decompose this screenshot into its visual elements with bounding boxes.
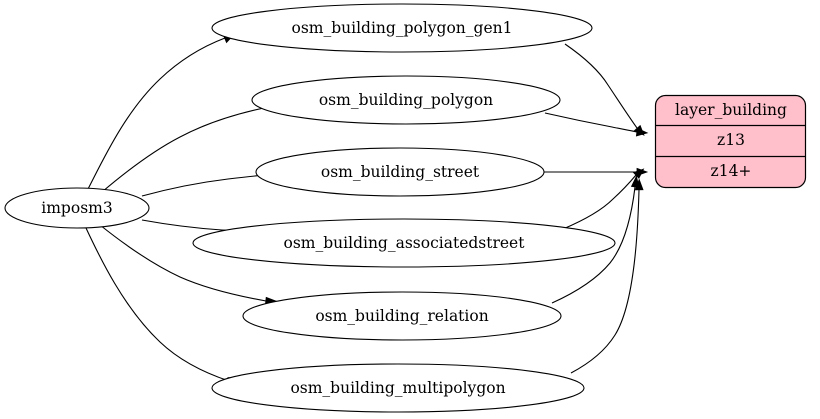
edge-osm_building_polygon_gen1-to-layer_building-z13[interactable] [564,43,645,136]
node-osm_building_street-label: osm_building_street [321,163,480,181]
node-osm_building_relation[interactable]: osm_building_relation [242,291,562,341]
node-osm_building_polygon[interactable]: osm_building_polygon [251,75,561,125]
edge-osm_building_polygon-to-layer_building-z13[interactable] [544,112,649,137]
layer-building-title-label: layer_building [675,101,787,119]
node-imposm3-label: imposm3 [41,199,112,217]
node-osm_building_associatedstreet[interactable]: osm_building_associatedstreet [192,218,616,268]
node-imposm3[interactable]: imposm3 [4,187,150,229]
layer-building-z13-label: z13 [717,131,745,149]
node-osm_building_multipolygon[interactable]: osm_building_multipolygon [211,363,585,413]
edge-osm_building_multipolygon-to-layer_building-z14plus[interactable] [570,178,644,374]
node-layer_building[interactable]: layer_building z13 z14+ [654,94,807,189]
edge-imposm3-to-osm_building_polygon_gen1[interactable] [87,34,235,190]
node-osm_building_polygon_gen1[interactable]: osm_building_polygon_gen1 [211,3,593,53]
node-osm_building_multipolygon-label: osm_building_multipolygon [290,379,505,397]
node-osm_building_polygon-label: osm_building_polygon [319,91,493,109]
node-osm_building_associatedstreet-label: osm_building_associatedstreet [284,234,526,252]
edge-osm_building_street-to-layer_building-z14plus[interactable] [544,167,649,177]
node-osm_building_relation-label: osm_building_relation [315,307,488,325]
layer-building-box[interactable] [654,94,807,189]
node-osm_building_polygon_gen1-label: osm_building_polygon_gen1 [292,19,513,37]
edge-osm_building_associatedstreet-to-layer_building-z14plus[interactable] [562,168,645,230]
node-osm_building_street[interactable]: osm_building_street [255,147,545,197]
edge-group-tables-to-layer [544,43,649,374]
layer-building-z14plus-label: z14+ [711,162,752,180]
